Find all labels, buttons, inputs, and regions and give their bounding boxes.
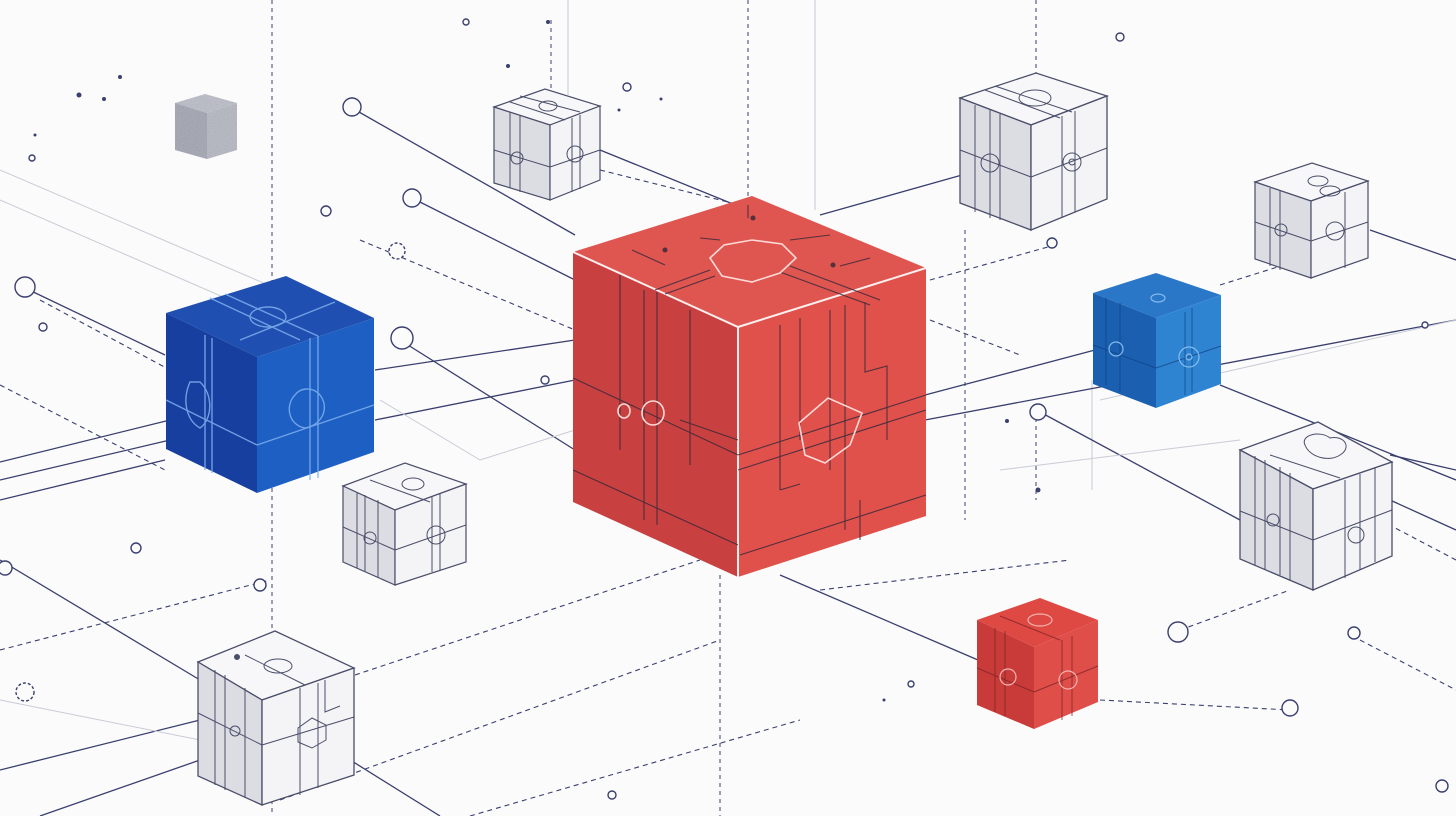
- central-red-cube: [572, 196, 927, 577]
- grey-textured-cube: [175, 94, 237, 159]
- left-blue-cube: [165, 276, 375, 493]
- right-blue-cube: [1092, 273, 1222, 408]
- small-red-cube: [976, 598, 1099, 729]
- top-right-white-cube: [958, 72, 1109, 231]
- connector-nodes: [0, 18, 1449, 800]
- far-right-white-cube: [1253, 162, 1370, 279]
- dot-specks: [33, 20, 1041, 702]
- top-white-cube: [492, 88, 602, 201]
- right-white-cube: [1238, 421, 1394, 591]
- bottom-left-white-cube: [196, 630, 356, 807]
- mid-white-cube: [341, 462, 468, 586]
